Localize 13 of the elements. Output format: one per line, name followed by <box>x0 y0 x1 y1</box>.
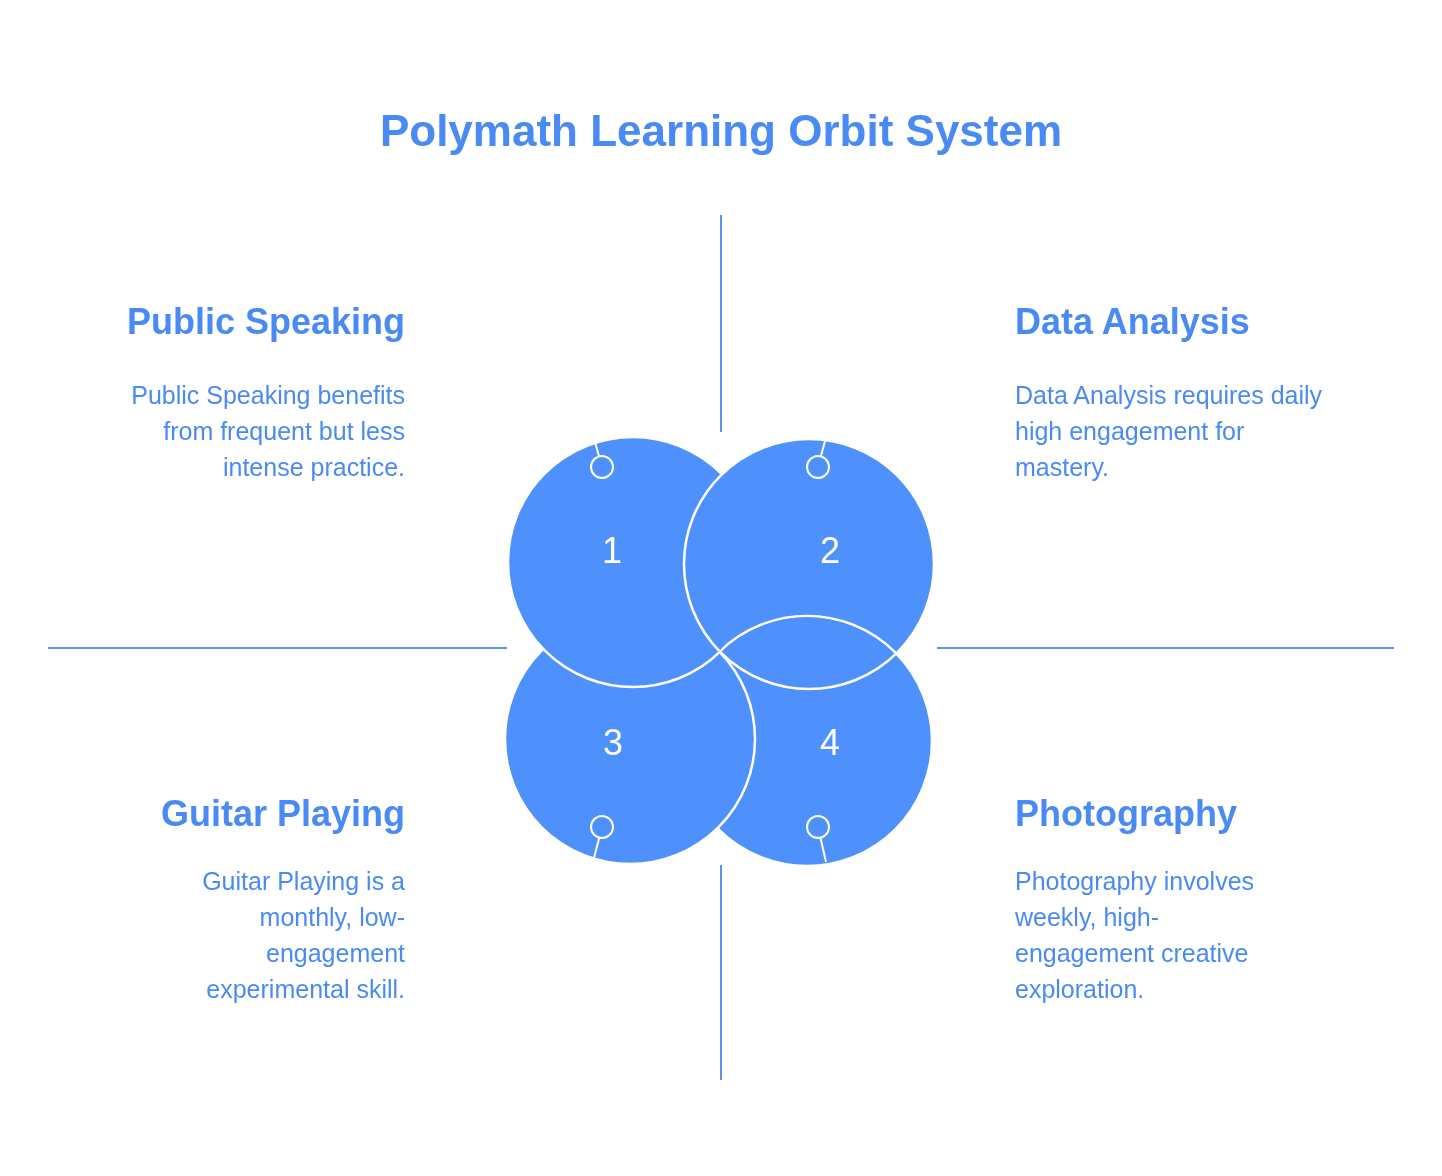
circle-number: 1 <box>602 533 622 569</box>
description-text: Guitar Playing is a monthly, low-engagement experimental skill. <box>201 866 405 1005</box>
description-text: Public Speaking benefits from frequent but less intense practice. <box>130 380 405 483</box>
circle-number: 3 <box>603 725 623 761</box>
section-heading: Public Speaking <box>125 304 405 340</box>
circle-number: 4 <box>820 725 840 761</box>
section-heading: Photography <box>1015 796 1238 832</box>
section-heading: Guitar Playing <box>159 796 405 832</box>
description-text: Data Analysis requires daily high engagement for mastery. <box>1015 380 1324 483</box>
title: Polymath Learning Orbit System <box>378 106 1064 156</box>
circle-number: 2 <box>820 533 840 569</box>
description-text: Photography involves weekly, high-engagement creative exploration. <box>1015 866 1256 1005</box>
section-heading: Data Analysis <box>1015 304 1251 340</box>
